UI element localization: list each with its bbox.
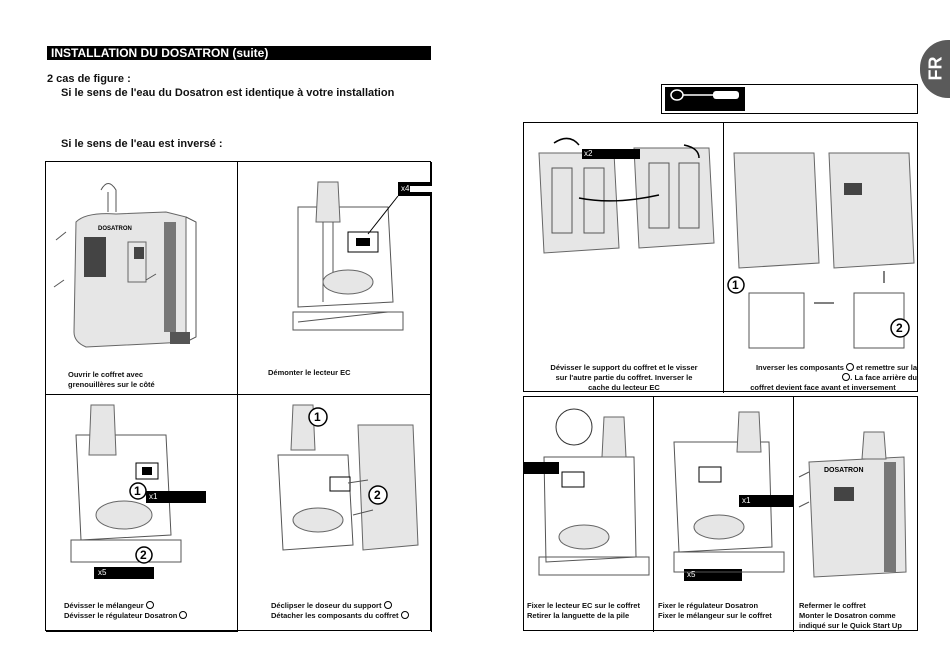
step4-line2: Détacher les composants du coffret [271, 611, 399, 620]
step6-number-2: 2 [896, 321, 903, 335]
step8-caption: Fixer le régulateur Dosatron Fixer le mé… [658, 601, 772, 621]
circle-2-icon [842, 373, 851, 381]
step5-panel: x2 Dévisser le support du coffret et le … [524, 123, 724, 393]
step6-panel: 1 2 Inverser les composants et remettre … [724, 123, 919, 393]
language-label: FR [925, 56, 946, 81]
circle-1-icon [846, 363, 855, 371]
right-top-steps-grid: x2 Dévisser le support du coffret et le … [523, 122, 919, 393]
cases-label: 2 cas de figure : [47, 73, 131, 85]
x5-badge: x5 [687, 570, 696, 579]
step7-panel: x4 Fixer le lecteur EC sur le coffret Re… [504, 397, 654, 632]
x2-badge: x2 [584, 149, 593, 158]
x4-badge: x4 [401, 184, 410, 193]
circle-1-icon [383, 601, 392, 609]
step8-panel: x1 x5 Fixer le régulateur Dosatron Fixer… [654, 397, 794, 632]
step8-line1: Fixer le régulateur Dosatron [658, 601, 759, 610]
case-same-direction: Si le sens de l'eau du Dosatron est iden… [61, 87, 395, 99]
step4-caption: Déclipser le doseur du support Détacher … [271, 601, 409, 621]
mixer-illustration: 1 2 [70, 404, 206, 579]
section-title-bar: INSTALLATION DU DOSATRON (suite) [47, 46, 431, 60]
mount-ec-illustration [524, 408, 650, 576]
step3-line1: Dévisser le mélangeur [64, 601, 144, 610]
circle-1-icon [145, 601, 154, 609]
step3-line2: Dévisser le régulateur Dosatron [64, 611, 178, 620]
step5-caption: Dévisser le support du coffret et le vis… [550, 363, 698, 392]
mount-regulator-illustration [673, 411, 794, 581]
x5-badge: x5 [98, 568, 107, 577]
step6-line1: Inverser les composants [755, 363, 844, 372]
closed-box-illustration: DOSATRON [798, 431, 907, 578]
step1-panel: DOSATRON Ouvrir le coffret avec grenouil… [46, 162, 238, 395]
step3-caption: Dévisser le mélangeur Dévisser le régula… [64, 601, 188, 621]
step6-number-1: 1 [732, 278, 739, 292]
x4-badge: x4 [504, 463, 513, 472]
section-title: INSTALLATION DU DOSATRON (suite) [51, 46, 269, 60]
step2-caption: Démonter le lecteur EC [268, 368, 351, 377]
right-bottom-steps-grid: x4 Fixer le lecteur EC sur le coffret Re… [504, 396, 919, 632]
step1-caption: Ouvrir le coffret avec grenouillères sur… [68, 370, 155, 390]
step3-panel: 1 2 x1 x5 Dévisser le mélangeur Dévisser… [46, 395, 238, 632]
swap-support-illustration [538, 137, 715, 254]
language-tab: FR [920, 40, 950, 98]
step1-text: Ouvrir le coffret avec grenouillères sur… [68, 370, 155, 389]
step4-panel: 1 2 Déclipser le doseur du support Détac… [238, 395, 432, 632]
step9-line3: indiqué sur le Quick Start Up [799, 621, 902, 630]
invert-components-illustration: 1 2 [727, 152, 915, 349]
step3-number-1: 1 [134, 484, 141, 498]
detach-illustration: 1 2 [277, 404, 419, 551]
step6-line3: coffret devient face avant et inversemen… [750, 383, 896, 392]
step6-caption: Inverser les composants et remettre sur … [729, 363, 917, 393]
step7-line1: Fixer le lecteur EC sur le coffret [527, 601, 640, 610]
opened-box-illustration: DOSATRON [53, 183, 197, 348]
step4-line1: Déclipser le doseur du support [271, 601, 382, 610]
x1-badge: x1 [742, 496, 751, 505]
step6-line1b: et remettre sur la [856, 363, 917, 372]
step9-line1: Refermer le coffret [799, 601, 866, 610]
step4-number-2: 2 [374, 488, 381, 502]
box-logo: DOSATRON [824, 467, 864, 474]
case-inverse-direction: Si le sens de l'eau est inversé : [61, 138, 223, 150]
tool-box [661, 84, 918, 114]
box-logo: DOSATRON [98, 226, 132, 232]
ec-reader-illustration [292, 181, 432, 331]
x1-badge: x1 [149, 492, 158, 501]
step8-line2: Fixer le mélangeur sur le coffret [658, 611, 772, 620]
step3-number-2: 2 [140, 548, 147, 562]
step4-number-1: 1 [314, 410, 321, 424]
step7-caption: Fixer le lecteur EC sur le coffret Retir… [527, 601, 640, 621]
circle-2-icon [179, 611, 188, 619]
circle-2-icon [400, 611, 409, 619]
screwdriver-icon [665, 87, 745, 111]
step9-line2: Monter le Dosatron comme [799, 611, 896, 620]
left-steps-grid: DOSATRON Ouvrir le coffret avec grenouil… [45, 161, 432, 632]
step7-line2: Retirer la languette de la pile [527, 611, 630, 620]
step6-line2: . La face arrière du [850, 373, 917, 382]
step9-caption: Refermer le coffret Monter le Dosatron c… [799, 601, 902, 631]
step9-panel: DOSATRON Refermer le coffret Monter le D… [794, 397, 919, 632]
step2-panel: x4 Démonter le lecteur EC [238, 162, 432, 395]
